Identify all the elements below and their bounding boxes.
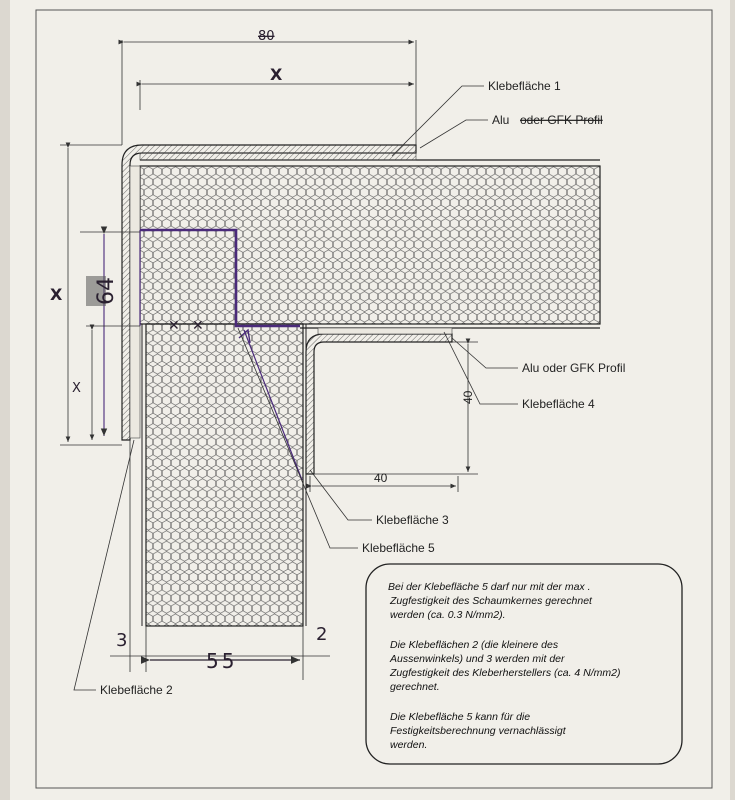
handwritten-slant-line	[243, 329, 303, 481]
dim-bottom-left-value: 3	[116, 630, 127, 651]
label-klebeflaeche-5: Klebefläche 5	[362, 541, 435, 555]
note-line: werden.	[390, 739, 427, 751]
label-klebeflaeche-2: Klebefläche 2	[100, 683, 173, 697]
adhesive-layer-1	[139, 152, 417, 161]
dim-top-inner-value: X	[270, 65, 283, 84]
dim-inner-horizontal-value: 40	[374, 471, 388, 485]
leader-klebeflaeche-1	[391, 85, 484, 157]
horizontal-foam-core	[139, 165, 601, 325]
dim-top-outer-value: 80	[258, 29, 275, 44]
handwritten-highlight	[86, 276, 106, 306]
leader-klebeflaeche-4	[443, 331, 518, 405]
adhesive-layer-2	[129, 165, 141, 439]
label-klebeflaeche-3: Klebefläche 3	[376, 513, 449, 527]
label-alu-prefix: Alu	[492, 113, 509, 127]
handwritten-outline	[140, 228, 300, 328]
dim-left-handwritten-value: 64	[94, 277, 119, 305]
handwritten-arrow-head	[238, 328, 251, 344]
note-line: Festigkeitsberechnung vernachlässigt	[390, 725, 567, 737]
label-klebeflaeche-4: Klebefläche 4	[522, 397, 595, 411]
note-line: Bei der Klebefläche 5 darf nur mit der m…	[388, 581, 591, 593]
note-line: Zugfestigkeit des Schaumkernes gerechnet	[389, 595, 593, 607]
drawing-frame	[35, 9, 713, 789]
leader-profil-inner	[451, 337, 518, 369]
note-box	[365, 563, 683, 765]
dim-left-outer-value: X	[50, 285, 63, 304]
label-klebeflaeche-1: Klebefläche 1	[488, 79, 561, 93]
note-line: Die Klebeflächen 2 (die kleinere des	[390, 639, 559, 651]
note-text: Bei der Klebefläche 5 darf nur mit der m…	[388, 581, 621, 751]
note-line: gerechnet.	[390, 681, 440, 693]
adhesive-layer-4	[317, 327, 453, 335]
leader-klebeflaeche-3	[309, 469, 372, 521]
note-line: Die Klebefläche 5 kann für die	[390, 711, 530, 723]
note-line: werden (ca. 0.3 N/mm2).	[390, 609, 506, 621]
leader-klebeflaeche-5	[237, 327, 358, 549]
dim-bottom-right-value: 2	[316, 624, 327, 645]
dim-inner-vertical-value: 40	[461, 390, 475, 404]
note-line: Aussenwinkels) und 3 werden mit der	[389, 653, 565, 665]
dim-left-inner-value: X	[72, 381, 81, 396]
note-line: Zugfestigkeit des Kleberherstellers (ca.…	[389, 667, 621, 679]
label-profil-top-struck: oder GFK Profil	[520, 113, 603, 127]
label-profil-inner: Alu oder GFK Profil	[522, 361, 625, 375]
leader-klebeflaeche-2	[73, 439, 135, 691]
leader-profil-top	[419, 119, 488, 149]
handwritten-cross: ✕	[192, 318, 204, 334]
vertical-foam-core	[145, 323, 304, 627]
dim-bottom-middle-value: 55	[206, 649, 237, 673]
handwritten-cross: ✕	[168, 318, 180, 334]
